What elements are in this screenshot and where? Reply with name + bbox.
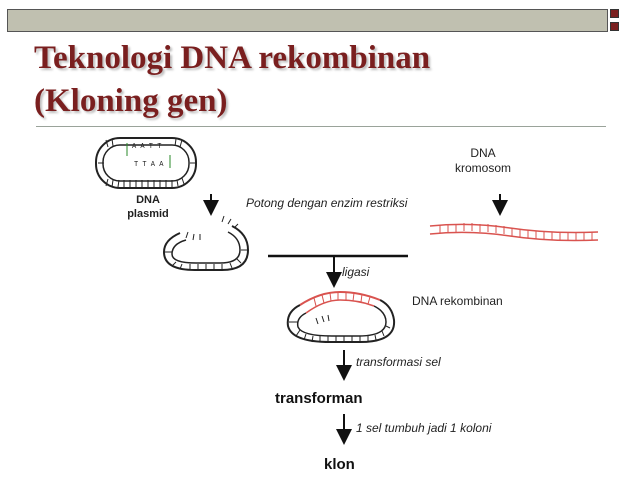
result-transformant: transforman: [275, 390, 363, 407]
seq-bottom: T T A A: [134, 161, 164, 169]
recombinant-dna: [286, 290, 396, 343]
decor-square-bottom: [610, 22, 619, 31]
step-ligation-label: ligasi: [342, 265, 370, 279]
plasmid-label-2: plasmid: [127, 208, 169, 220]
chromosome-label-2: kromosom: [455, 161, 511, 175]
title-divider: [36, 126, 606, 127]
chromosome-label-1: DNA: [470, 146, 495, 160]
plasmid-label-1: DNA: [136, 194, 160, 206]
decor-square-top: [610, 9, 619, 18]
step-cut-label: Potong dengan enzim restriksi: [246, 196, 408, 210]
seq-top: A A T T: [132, 143, 161, 151]
header-bar: [7, 9, 608, 32]
title-line-2: (Kloning gen): [34, 83, 228, 119]
result-clone: klon: [324, 456, 355, 473]
plasmid-intact: A A T T T T A A: [95, 137, 197, 189]
chromosome-fragment: [429, 223, 599, 242]
step-growth-label: 1 sel tumbuh jadi 1 koloni: [356, 421, 492, 435]
plasmid-cut: [162, 215, 250, 271]
recombinant-label: DNA rekombinan: [412, 294, 503, 308]
title-line-1: Teknologi DNA rekombinan: [34, 40, 431, 76]
step-transformation-label: transformasi sel: [356, 355, 441, 369]
